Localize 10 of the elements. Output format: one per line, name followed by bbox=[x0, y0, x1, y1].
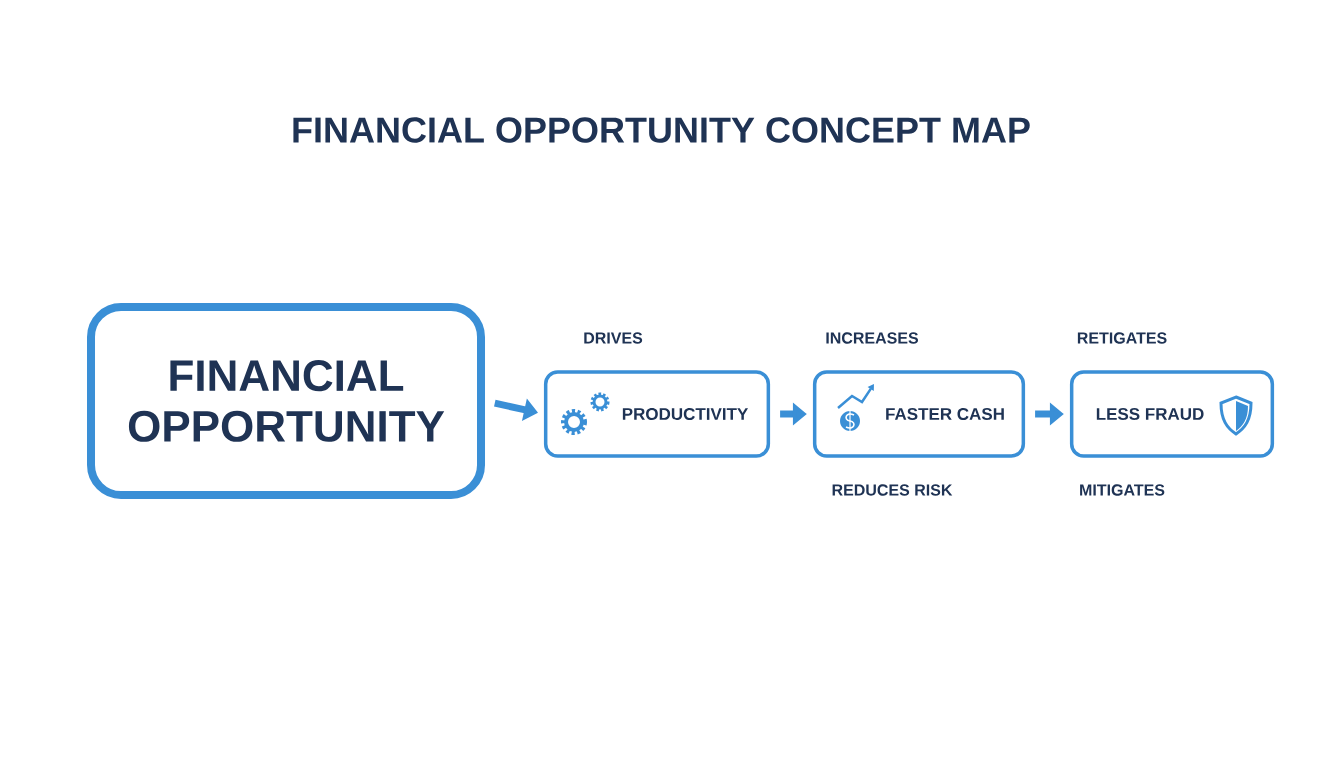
process-box: PRODUCTIVITY bbox=[543, 370, 771, 458]
relation-label: MITIGATES bbox=[1080, 484, 1165, 496]
process-box: FASTER CASH bbox=[812, 370, 1026, 458]
relation-label: RETIGATES bbox=[1077, 332, 1167, 344]
relation-label: REDUCES RISK bbox=[832, 484, 953, 496]
process-box: LESS FRAUD bbox=[1069, 370, 1275, 458]
relation-label: INCREASES bbox=[826, 332, 919, 344]
relation-label: DRIVES bbox=[584, 332, 643, 344]
title: FINANCIAL OPPORTUNITY CONCEPT MAP bbox=[293, 117, 1030, 143]
concept-box: FINANCIAL OPPORTUNITY bbox=[87, 303, 485, 499]
